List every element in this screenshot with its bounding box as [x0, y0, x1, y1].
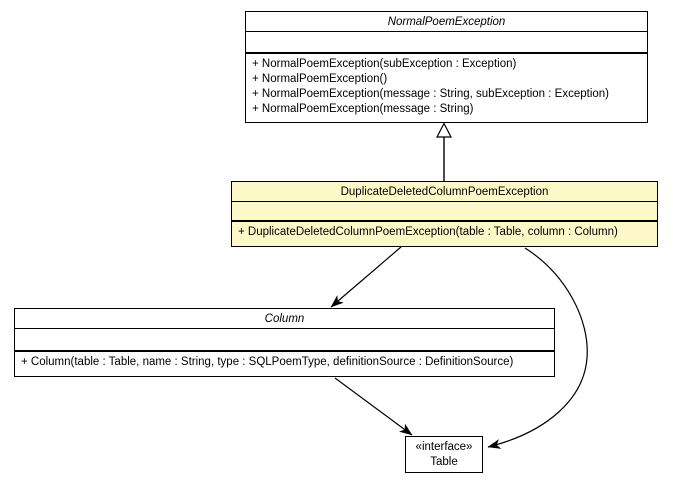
method-signature: + NormalPoemException()	[252, 73, 388, 85]
interface-stereotype: «interface»	[415, 441, 473, 453]
class-box-duplicate-deleted-column-poem-exception[interactable]: DuplicateDeletedColumnPoemException + Du…	[231, 181, 658, 247]
method-signature: + NormalPoemException(message : String)	[252, 103, 474, 115]
attributes-compartment	[15, 329, 554, 352]
methods-compartment: + NormalPoemException(subException : Exc…	[246, 54, 647, 122]
method-signature: + Column(table : Table, name : String, t…	[21, 356, 514, 368]
generalization-arrow-duplicate-to-normalpoemexception	[436, 122, 452, 181]
class-title: NormalPoemException	[246, 12, 647, 32]
method-signature: + NormalPoemException(message : String, …	[252, 88, 609, 100]
class-title: DuplicateDeletedColumnPoemException	[232, 182, 657, 202]
attributes-compartment	[246, 32, 647, 54]
class-box-normal-poem-exception[interactable]: NormalPoemException + NormalPoemExceptio…	[245, 11, 648, 123]
method-signature: + DuplicateDeletedColumnPoemException(ta…	[238, 226, 618, 238]
class-box-column[interactable]: Column + Column(table : Table, name : St…	[14, 308, 555, 377]
interface-box-table[interactable]: «interface» Table	[405, 436, 483, 473]
class-title: Column	[15, 309, 554, 329]
association-arrow-column-to-table	[334, 377, 413, 436]
association-arrow-duplicate-to-column	[330, 246, 402, 308]
methods-compartment: + Column(table : Table, name : String, t…	[15, 352, 554, 376]
method-signature: + NormalPoemException(subException : Exc…	[252, 58, 517, 70]
interface-title: Table	[430, 456, 458, 468]
attributes-compartment	[232, 202, 657, 222]
methods-compartment: + DuplicateDeletedColumnPoemException(ta…	[232, 222, 657, 246]
